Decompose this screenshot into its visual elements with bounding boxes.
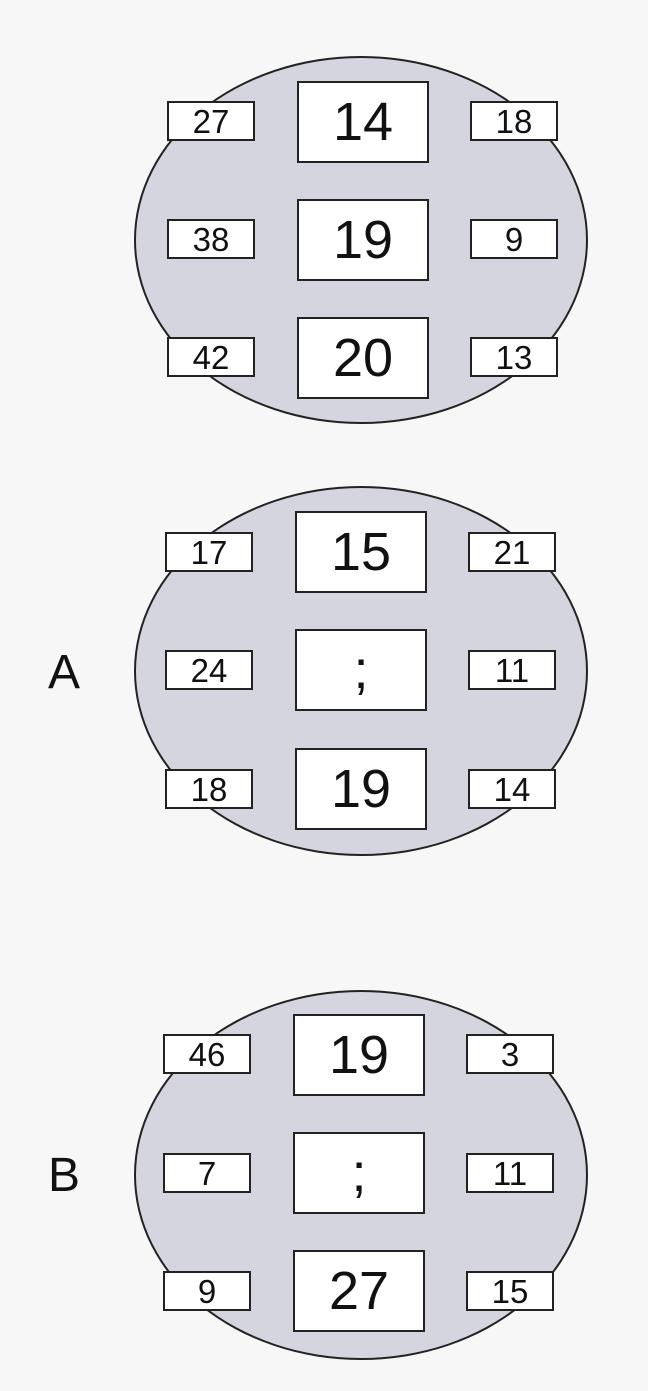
puzzle-b-left-bottom: 9 [163,1271,251,1311]
puzzle-a-right-bottom: 14 [468,769,556,809]
puzzle-b-right-top: 3 [466,1034,554,1074]
puzzle-1-right-bottom: 13 [470,337,558,377]
puzzle-a-right-middle: 11 [468,650,556,690]
puzzle-1-right-top: 18 [470,101,558,141]
puzzle-b-center-top: 19 [293,1014,425,1096]
puzzle-1-right-middle: 9 [470,219,558,259]
puzzle-a-right-top: 21 [468,532,556,572]
puzzle-a-center-top: 15 [295,511,427,593]
puzzle-b-right-middle: 11 [466,1153,554,1193]
puzzle-b-left-middle: 7 [163,1153,251,1193]
puzzle-a-center-middle: ; [295,629,427,711]
puzzle-1-left-middle: 38 [167,219,255,259]
puzzle-b-right-bottom: 15 [466,1271,554,1311]
puzzle-1-center-top: 14 [297,81,429,163]
puzzle-1-left-top: 27 [167,101,255,141]
puzzle-1-left-bottom: 42 [167,337,255,377]
option-label-a: A [48,646,81,699]
puzzle-a-left-top: 17 [165,532,253,572]
puzzle-a-left-bottom: 18 [165,769,253,809]
puzzle-b-left-top: 46 [163,1034,251,1074]
puzzle-1-center-bottom: 20 [297,317,429,399]
puzzle-b-center-middle: ; [293,1132,425,1214]
puzzle-a-center-bottom: 19 [295,748,427,830]
puzzle-1-center-middle: 19 [297,199,429,281]
option-label-b: B [48,1149,81,1202]
puzzle-b-center-bottom: 27 [293,1250,425,1332]
puzzle-a-left-middle: 24 [165,650,253,690]
